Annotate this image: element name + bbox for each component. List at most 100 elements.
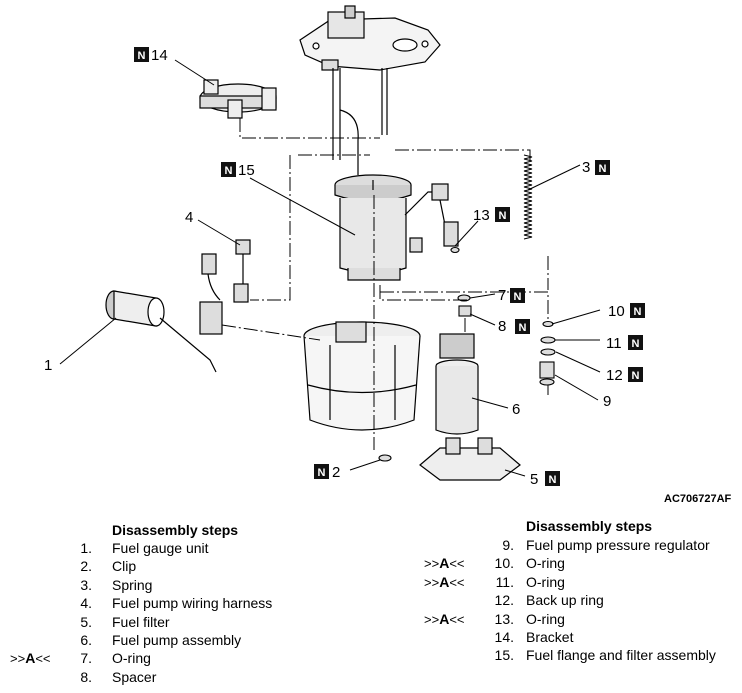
callout-6: 6 [512, 401, 520, 418]
step-item: 15. Fuel flange and filter assembly [0, 646, 716, 664]
steps-right-title: Disassembly steps [526, 518, 653, 534]
step-number: 3. [80, 576, 92, 593]
step-item: 1. Fuel gauge unit [0, 539, 208, 557]
callout-13: 13 N [473, 207, 510, 224]
step-number: 1. [80, 540, 92, 556]
step-number: 9. [502, 537, 514, 553]
callout-2: 2N [314, 464, 340, 481]
callout-number: 5 [530, 471, 538, 488]
new-part-badge [314, 464, 329, 479]
callout-number: 11 [606, 335, 622, 352]
step-number: 15. [494, 647, 514, 664]
callout-number: 7 [498, 287, 506, 304]
wiring-harness-part [201, 239, 251, 303]
new-part-badge-letter: N [632, 338, 640, 350]
new-part-badge [630, 303, 645, 318]
callout-number: 10 [608, 303, 625, 320]
step-number: 7. [80, 650, 92, 667]
assembly-lines [221, 118, 549, 450]
callout-number: 3 [582, 159, 590, 176]
fuel-flange-plate [299, 5, 441, 175]
bracket-part [199, 79, 277, 119]
step-number: 2. [80, 558, 92, 575]
step-text: Fuel filter [112, 613, 170, 630]
new-part-badge [495, 207, 510, 222]
callout-14: 14 N [134, 47, 168, 64]
step-text: Clip [112, 558, 137, 575]
new-part-badge [515, 319, 530, 334]
new-part-badge-letter: N [138, 50, 146, 62]
step-text: Fuel gauge unit [112, 540, 209, 556]
step-number: 8. [80, 668, 92, 685]
step-text: Bracket [526, 629, 574, 645]
callout-number: 8 [498, 318, 506, 335]
step-text: Back up ring [526, 592, 604, 609]
new-part-badge [134, 47, 149, 62]
filter-housing-part [334, 174, 459, 281]
reassembly-mark: >>A<< [10, 650, 51, 667]
callout-1: 1 [44, 357, 52, 374]
step-item: 5. Fuel filter [0, 613, 169, 631]
step-text: O-ring [526, 573, 565, 590]
step-number: 11. [495, 573, 514, 590]
new-part-badge [595, 160, 610, 175]
step-item: 11. O-ring [0, 573, 565, 591]
step-item: 9.Fuel pump pressure regulator [0, 536, 709, 554]
new-part-badge [545, 471, 560, 486]
figure-code: AC706727AF [664, 493, 732, 505]
step-text: Spacer [112, 668, 157, 685]
step-text: Fuel pump assembly [112, 632, 242, 648]
new-part-badge-letter: N [634, 306, 642, 318]
step-number: 13. [494, 610, 514, 627]
callout-number: 1 [44, 357, 52, 374]
step-item: 6. Fuel pump assembly [0, 631, 241, 649]
step-number: 10. [494, 555, 514, 572]
fuel-pump-part [435, 333, 479, 455]
callout-12: 12 N [606, 367, 643, 384]
step-item: 7. O-ring [0, 649, 151, 667]
step-number: 5. [80, 613, 92, 630]
callout-number: 6 [512, 401, 520, 418]
new-part-badge-letter: N [549, 474, 557, 486]
callout-4: 4 [185, 209, 193, 226]
step-number: 12. [494, 592, 514, 609]
step-text: Spring [112, 576, 153, 593]
new-part-badge [628, 367, 643, 382]
callout-number: 12 [606, 367, 623, 384]
new-part-badge-letter: N [632, 370, 640, 382]
callout-number: 15 [238, 162, 255, 179]
callout-number: 2 [332, 464, 340, 481]
callout-number: 13 [473, 207, 490, 224]
leader-lines [59, 59, 601, 477]
step-item: 2. Clip [0, 557, 136, 575]
step-item: 10. O-ring [0, 554, 565, 572]
new-part-badge [221, 162, 236, 177]
step-text: O-ring [526, 555, 565, 572]
step-text: Fuel flange and filter assembly [526, 647, 716, 664]
callout-number: 14 [151, 47, 168, 64]
fuel-filter-part [419, 437, 521, 481]
step-text: Fuel pump wiring harness [112, 595, 273, 612]
step-number: 6. [80, 632, 92, 648]
reassembly-mark: >>A<< [424, 555, 465, 572]
step-text: O-ring [112, 650, 151, 667]
callout-number: 4 [185, 209, 193, 226]
step-number: 14. [494, 629, 514, 645]
callout-number: 9 [603, 393, 611, 410]
callout-10: 10 N [608, 303, 645, 320]
callout-11: 11 N [606, 335, 643, 352]
step-item: 3. Spring [0, 576, 152, 594]
step-item: 13. O-ring [0, 610, 565, 628]
new-part-badge [510, 288, 525, 303]
new-part-badge-letter: N [499, 210, 507, 222]
step-text: O-ring [526, 610, 565, 627]
new-part-badge-letter: N [514, 291, 522, 303]
reservoir-cup-part [303, 321, 421, 431]
new-part-badge-letter: N [318, 467, 326, 479]
steps-left-title: Disassembly steps [112, 522, 239, 538]
